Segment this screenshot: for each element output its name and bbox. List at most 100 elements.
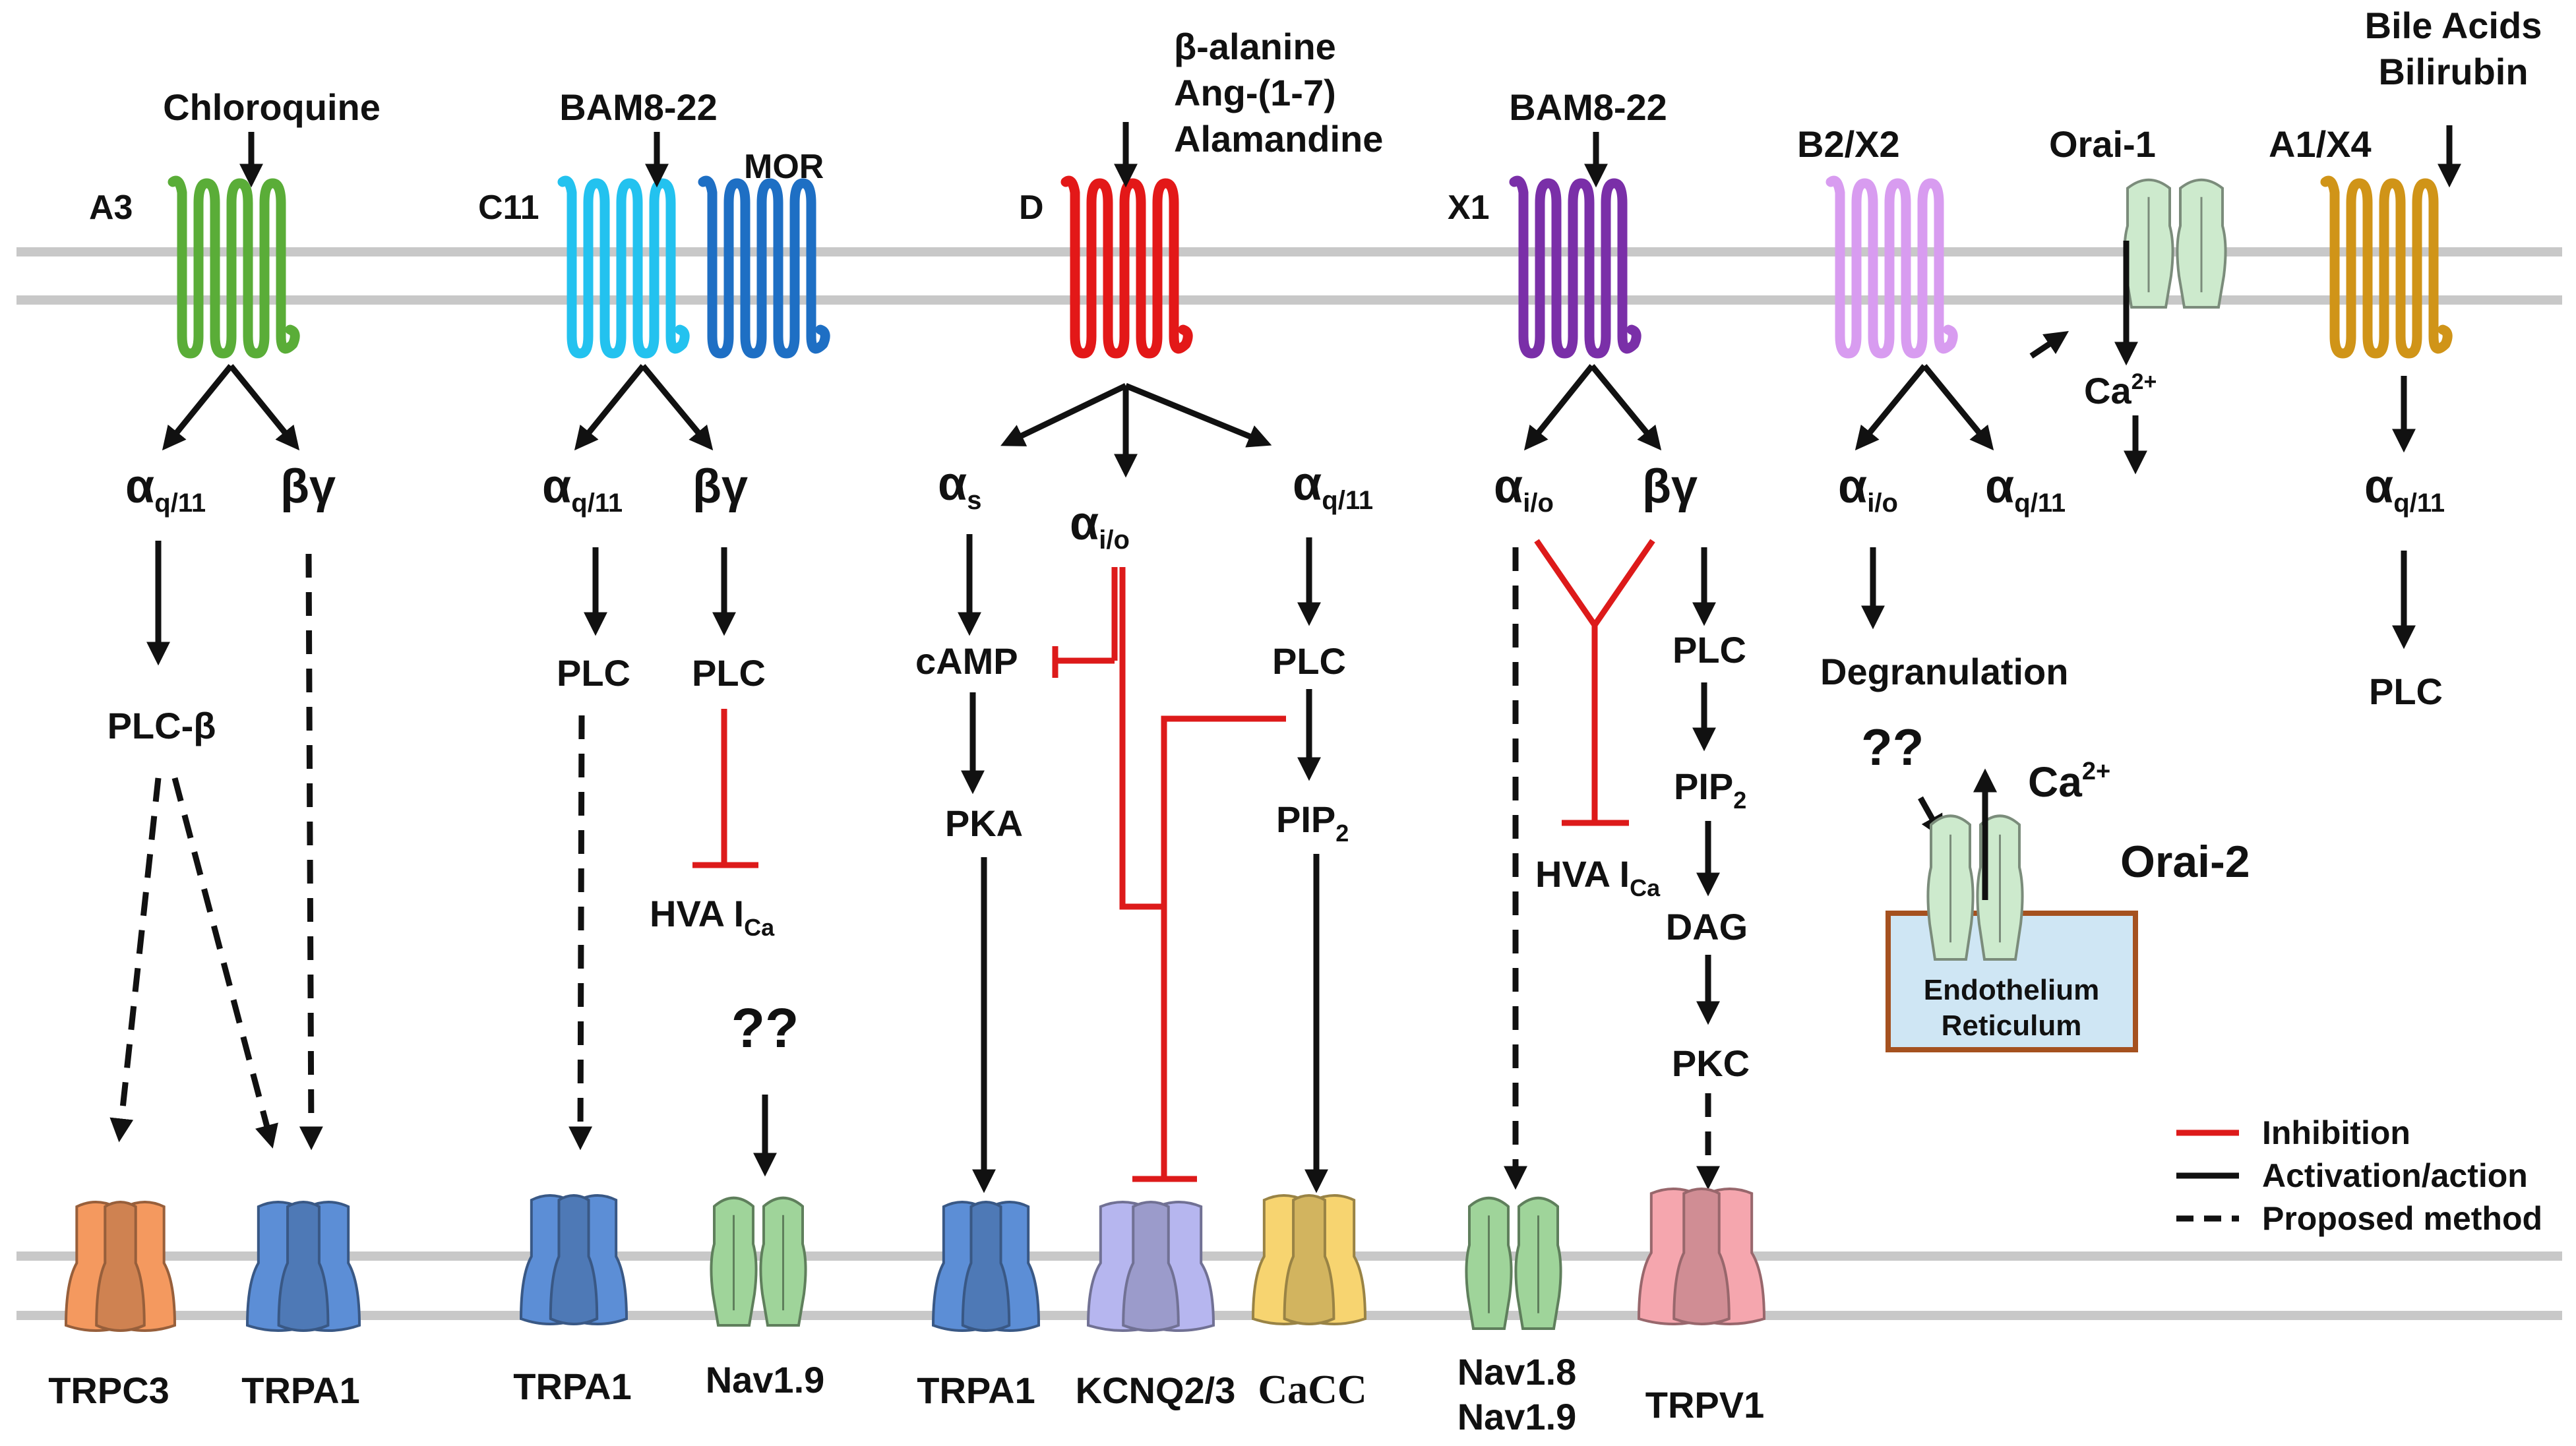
receptor-d bbox=[1060, 175, 1193, 359]
orai2-calcium: Ca2+ bbox=[2028, 758, 2110, 806]
receptor-label-b2x2: B2/X2 bbox=[1797, 123, 1900, 165]
receptor-c11 bbox=[557, 175, 690, 359]
ligand-beta-alanine: β-alanine bbox=[1174, 26, 1336, 67]
receptor-transmembrane-helices bbox=[557, 175, 690, 359]
channel-subunit-center bbox=[1672, 1188, 1731, 1325]
trpa1-channel-1 bbox=[245, 1201, 361, 1332]
hva-x1: HVA ICa bbox=[1535, 853, 1661, 901]
svg-text:αs: αs bbox=[938, 458, 982, 515]
receptor-a1x4 bbox=[2320, 175, 2453, 359]
orai1-arrows bbox=[2114, 241, 2147, 475]
svg-text:HVA ICa: HVA ICa bbox=[1535, 853, 1661, 901]
svg-text:Ca2+: Ca2+ bbox=[2084, 369, 2157, 411]
legend: Inhibition Activation/action Proposed me… bbox=[2176, 1114, 2542, 1237]
gprotein-x1-bg: βγ bbox=[1642, 460, 1698, 513]
svg-text:αi/o: αi/o bbox=[1070, 497, 1130, 555]
svg-text:αi/o: αi/o bbox=[1494, 460, 1554, 518]
svg-text:αq/11: αq/11 bbox=[2364, 460, 2445, 518]
svg-text:PIP2: PIP2 bbox=[1674, 766, 1746, 814]
ligand-alamandine: Alamandine bbox=[1174, 118, 1383, 160]
legend-activation-label: Activation/action bbox=[2262, 1157, 2528, 1194]
gprotein-b2-aq: αq/11 bbox=[1985, 460, 2066, 518]
label-nav19-2: Nav1.9 bbox=[1457, 1396, 1577, 1437]
unknown-orai2: ?? bbox=[1861, 718, 1924, 776]
ligand-ang: Ang-(1-7) bbox=[1174, 72, 1336, 113]
orai1-channel bbox=[2123, 178, 2227, 309]
gprotein-c11-alpha: αq/11 bbox=[542, 460, 623, 518]
trpa1-channel-3 bbox=[931, 1201, 1041, 1332]
kcnq-channel bbox=[1086, 1201, 1215, 1332]
receptor-transmembrane-helices bbox=[698, 175, 830, 359]
pip2-d: PIP2 bbox=[1276, 798, 1349, 847]
ligand-arrows bbox=[239, 122, 2461, 188]
channel-subunit-center bbox=[1283, 1194, 1335, 1325]
label-kcnq: KCNQ2/3 bbox=[1076, 1370, 1236, 1411]
degranulation: Degranulation bbox=[1820, 651, 2068, 692]
nav18-channel bbox=[1465, 1197, 1562, 1330]
receptor-label-mor: MOR bbox=[744, 148, 824, 186]
hva-c11: HVA ICa bbox=[650, 893, 775, 941]
receptor-label-x1: X1 bbox=[1448, 189, 1490, 227]
gprotein-a3-bg: βγ bbox=[280, 460, 336, 513]
receptor-label-a1x4: A1/X4 bbox=[2269, 123, 2372, 165]
trpv1-channel bbox=[1637, 1188, 1766, 1325]
svg-text:HVA ICa: HVA ICa bbox=[650, 893, 775, 941]
channel-subunit-center bbox=[277, 1201, 330, 1332]
label-cacc: CaCC bbox=[1258, 1368, 1366, 1412]
legend-inhibition-label: Inhibition bbox=[2262, 1114, 2410, 1151]
label-trpv1: TRPV1 bbox=[1645, 1384, 1765, 1426]
receptor-transmembrane-helices bbox=[2320, 175, 2453, 359]
label-trpc3: TRPC3 bbox=[48, 1370, 169, 1411]
receptor-x1 bbox=[1509, 175, 1641, 359]
receptor-label-d: D bbox=[1019, 189, 1044, 227]
plc-beta-a3: PLC-β bbox=[107, 705, 216, 746]
orai1-calcium: Ca2+ bbox=[2084, 369, 2157, 411]
gprotein-x1-aio: αi/o bbox=[1494, 460, 1554, 518]
svg-text:αq/11: αq/11 bbox=[125, 460, 206, 518]
receptor-mor bbox=[698, 175, 830, 359]
ligand-bilirubin: Bilirubin bbox=[2378, 51, 2528, 92]
er-label-line1: Endothelium bbox=[1924, 974, 2099, 1006]
receptor-label-a3: A3 bbox=[89, 189, 133, 227]
orai2-channel bbox=[1926, 814, 2024, 961]
camp: cAMP bbox=[915, 640, 1018, 682]
channel-subunit-center bbox=[961, 1201, 1011, 1332]
unknown-nav19: ?? bbox=[731, 997, 799, 1059]
gprotein-d-aio: αi/o bbox=[1070, 497, 1130, 555]
gprotein-d-as: αs bbox=[938, 458, 982, 515]
label-trpa1-3: TRPA1 bbox=[917, 1370, 1035, 1411]
plc-x1: PLC bbox=[1672, 629, 1746, 671]
label-nav19: Nav1.9 bbox=[706, 1359, 825, 1401]
trpa1-channel-2 bbox=[519, 1194, 629, 1325]
c11-pathway-arrows bbox=[568, 547, 777, 1177]
svg-text:PIP2: PIP2 bbox=[1276, 798, 1349, 847]
nav19-channel bbox=[710, 1196, 807, 1327]
inhibit-hva-c11 bbox=[692, 709, 758, 868]
plc-d: PLC bbox=[1272, 640, 1346, 682]
inhibit-hva-x1 bbox=[1534, 539, 1655, 826]
receptor-transmembrane-helices bbox=[1825, 175, 1958, 359]
pkc-x1: PKC bbox=[1672, 1042, 1750, 1084]
receptor-transmembrane-helices bbox=[168, 175, 300, 359]
a3-pathway-arrows bbox=[109, 541, 323, 1151]
receptor-transmembrane-helices bbox=[1509, 175, 1641, 359]
gprotein-b2-aio: αi/o bbox=[1838, 460, 1898, 518]
gprotein-a1-aq: αq/11 bbox=[2364, 460, 2445, 518]
dag-x1: DAG bbox=[1666, 906, 1748, 948]
svg-text:Ca2+: Ca2+ bbox=[2028, 758, 2110, 806]
receptor-label-orai1: Orai-1 bbox=[2049, 123, 2156, 165]
gprotein-a3-alpha: αq/11 bbox=[125, 460, 206, 518]
trpc3-channel bbox=[64, 1201, 177, 1332]
ligand-bile-acids: Bile Acids bbox=[2365, 5, 2542, 46]
svg-text:αq/11: αq/11 bbox=[1293, 458, 1373, 515]
x1-pathway-arrows bbox=[1504, 547, 1720, 1190]
receptor-label-c11: C11 bbox=[478, 189, 539, 227]
label-nav18: Nav1.8 bbox=[1457, 1351, 1577, 1393]
receptor-to-gprotein-arrows bbox=[162, 331, 2416, 478]
channel-subunit-center bbox=[1122, 1201, 1180, 1332]
label-trpa1-1: TRPA1 bbox=[241, 1370, 359, 1411]
pka: PKA bbox=[945, 802, 1023, 844]
ligand-bam-c11: BAM8-22 bbox=[559, 86, 718, 128]
orai2-label: Orai-2 bbox=[2120, 837, 2250, 887]
